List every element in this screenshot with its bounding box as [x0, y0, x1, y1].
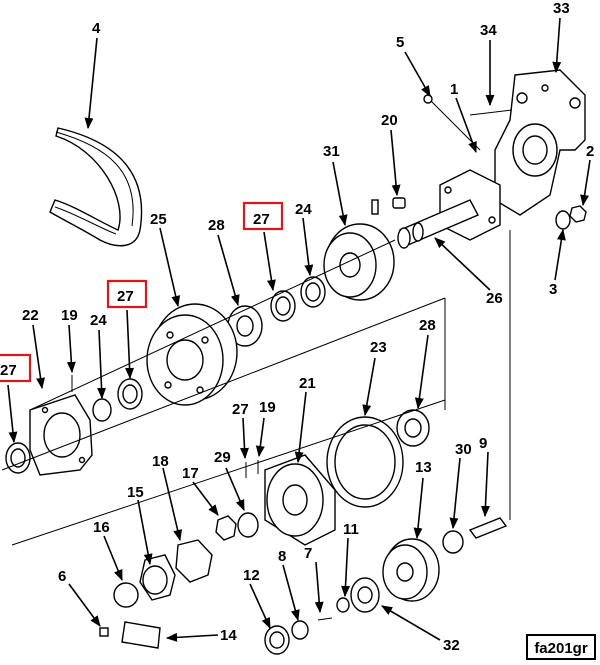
callout-19-lower: 27 [232, 401, 249, 418]
callout-21: 21 [299, 375, 316, 392]
cap-16 [142, 565, 168, 595]
callout-24-left: 24 [90, 312, 107, 329]
callout-5: 5 [396, 34, 404, 51]
callout-25: 25 [150, 211, 167, 228]
callout-6: 12 [243, 567, 260, 584]
callout-2: 2 [586, 143, 594, 160]
pulley-11 [382, 538, 440, 602]
callout-1: 1 [450, 81, 458, 98]
tag-32 [121, 621, 161, 649]
callout-19-left: 19 [61, 307, 78, 324]
flange-17a [175, 539, 213, 583]
grooved-pulley-25 [146, 303, 238, 406]
callout-28-top: 28 [208, 217, 225, 234]
callout-9: 30 [455, 441, 472, 458]
bushing-9 [442, 530, 464, 554]
seal-6 [264, 625, 290, 655]
washer-18 [237, 512, 259, 538]
bearing-28-top [227, 305, 263, 347]
pulley-31 [323, 223, 395, 301]
callout-16: 15 [127, 484, 144, 501]
gasket-23 [326, 416, 404, 508]
callout-4: 4 [92, 20, 101, 37]
callout-32: 14 [220, 627, 237, 644]
seal-24-top [300, 276, 326, 308]
disc-30 [113, 582, 139, 608]
hub-21 [264, 454, 336, 546]
plate-22 [29, 394, 93, 476]
callout-8: 11 [343, 521, 359, 538]
bolt-12 [317, 617, 333, 621]
washer-8 [336, 597, 350, 613]
spindle-shaft [397, 199, 479, 249]
bearing-10-left [350, 577, 380, 613]
callout-12: 7 [304, 545, 312, 562]
bearing-28-lower [396, 409, 430, 447]
callout-14: 6 [58, 568, 66, 585]
callout-27-left: 27 [0, 362, 17, 379]
diagram-id-text: fa201gr [534, 640, 588, 657]
seal-27-top [270, 290, 296, 322]
washer-7 [291, 620, 309, 640]
callout-22: 22 [22, 307, 39, 324]
callout-33: 33 [553, 0, 570, 17]
callout-30: 16 [93, 519, 110, 536]
seal-27-middle [117, 378, 143, 410]
callout-34: 34 [480, 22, 497, 39]
highlight-27-left [0, 353, 32, 383]
callout-28-lower: 28 [419, 317, 436, 334]
callout-23: 23 [370, 339, 387, 356]
callout-18: 29 [214, 449, 231, 466]
seal-27-left [5, 442, 31, 474]
seal-24-left [92, 398, 112, 422]
fitting-13 [468, 517, 508, 539]
callout-10: 32 [443, 637, 460, 654]
callout-7: 8 [278, 548, 286, 565]
mounting-bracket [494, 69, 586, 216]
callout-20: 20 [381, 112, 398, 129]
callout-17: 18 [152, 453, 169, 470]
highlight-27-top [242, 201, 284, 231]
diagram-id-badge: fa201gr [526, 634, 596, 660]
callout-27-top: 27 [253, 211, 270, 228]
highlight-27-middle [106, 279, 148, 309]
bolt-34 [469, 109, 513, 116]
screw-14 [99, 627, 109, 637]
serpentine-belt [49, 127, 143, 247]
callout-29: 19 [259, 399, 276, 416]
nut-and-washer [555, 205, 587, 230]
assembly-guide-lines [1, 230, 511, 546]
callout-11: 13 [415, 459, 432, 476]
callout-26: 26 [486, 290, 503, 307]
leader-arrows [7, 17, 591, 642]
callout-13: 9 [479, 435, 487, 452]
nut-15 [215, 515, 237, 541]
callout-31: 31 [323, 143, 340, 160]
callout-27-middle: 27 [117, 288, 134, 305]
callout-labels: 4 5 34 33 1 2 3 20 31 27 24 28 25 26 27 … [0, 0, 594, 654]
callout-highlights [0, 201, 284, 383]
callout-24-top: 24 [295, 201, 312, 218]
callout-15: 17 [182, 465, 199, 482]
fitting-20 [371, 197, 406, 215]
callout-3: 3 [549, 281, 557, 298]
